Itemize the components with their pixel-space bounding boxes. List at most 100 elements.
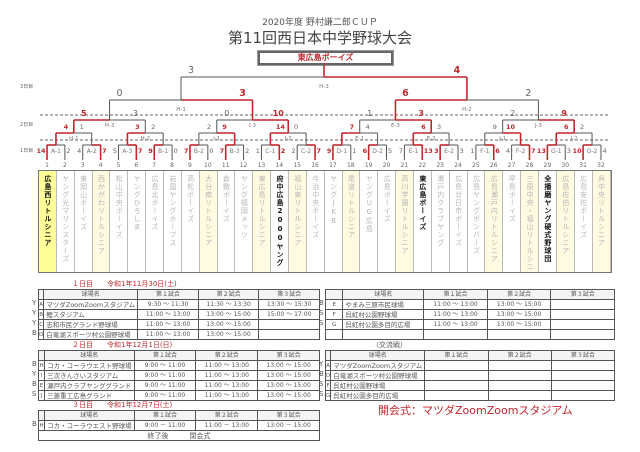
team-name: 高川学園リトルシニア [396,171,415,272]
team-name: 西かがわリトルシニア [92,171,111,272]
day-label: 3日目 [20,84,33,90]
team-name: 東広島ボーイズ [414,171,432,272]
game-time: 9:00 ～ 11:00 [133,360,197,371]
day-label: 2日目 [20,122,33,128]
game-time: 11:00 ～ 13:00 [195,390,259,401]
team-number: 20 [383,162,391,169]
match-label: H-3 [319,84,329,90]
match-label: E-2 [427,136,436,142]
match-score: 3 [188,65,194,76]
league-prefix: S [319,380,324,388]
game-time [550,329,615,340]
team-number: 3 [81,162,85,169]
table-header-row: 球場名第１試合第２試合第３試合 [37,410,320,421]
match-score: 0 [117,88,123,99]
team-name: 広島北ボーイズ [146,171,165,272]
team-name: ヤングUG広島 [360,171,379,272]
match-label: E-2 [444,148,454,155]
column-header: 第１試合 [137,289,199,300]
column-header: 第２試合 [195,350,259,361]
match-score: 9 [561,109,567,118]
column-header: 第３試合 [550,350,616,361]
game-time [258,329,320,340]
match-label: A-1 [51,148,61,155]
match-score: 4 [64,123,69,131]
column-header: 球場名 [330,350,426,361]
team-number: 16 [311,162,319,169]
venue-name [342,329,425,340]
match-score: 3 [437,123,441,131]
match-score: 0 [174,147,178,155]
field-code: C [37,319,45,330]
match-score: 5 [113,147,117,155]
game-time: 9:00 ～ 11:00 [133,390,197,401]
team-number: 26 [490,162,498,169]
match-score: 13 [424,147,433,155]
field-code: D [37,329,45,340]
match-label: G-2 [587,148,598,155]
game-time: 13:30 ～ 15:30 [258,299,320,310]
team-number: 6 [134,162,138,169]
match-score: 3 [133,109,138,118]
game-time: 15:00 ～ 17:00 [258,309,320,320]
venue-name: 呉虹村公園野球場 [330,380,426,391]
team-number: 4 [99,162,103,169]
game-time: 13:00 ～ 15:00 [197,319,260,330]
team-name: 岩国ヤングホープス [164,171,182,272]
venue-name: 志和市民グランド野球場 [43,319,139,330]
game-time: 13:00 ～ 15:00 [257,370,320,381]
match-score: 3 [460,147,464,155]
team-number: 11 [222,162,230,169]
match-score: 9 [148,147,153,155]
column-header: 第３試合 [257,410,320,421]
match-score: 6 [495,147,500,155]
team-number: 19 [365,162,373,169]
game-time: 11:00 ～ 13:00 [195,380,259,391]
match-score: 2 [245,147,249,155]
team-number: 8 [170,162,174,169]
team-name: 松山中央ボーイズ [110,171,129,272]
team-number: 2 [63,162,67,169]
team-name: 呉中央リトルシニア [592,171,611,272]
league-prefix: B [32,360,37,368]
column-header: 第１試合 [133,410,197,421]
match-label: J-3 [534,123,542,129]
game-time [424,370,489,381]
venue-name: 呉虹村公園野球場 [342,309,425,320]
game-time: 11:00 ～ 13:00 [137,309,199,320]
match-label: E-1 [355,136,364,142]
champion-box: 東広島ボーイズ [257,50,394,66]
field-code: A [324,360,332,371]
opening-ceremony-note: 開会式：マツダZoomZoomスタジアム [378,404,573,417]
venue-name: 鯉スタジアム [43,309,139,320]
column-header: 第３試合 [258,289,320,300]
team-name: 大分南リトルシニア [199,171,218,272]
game-time: 13:00 ～ 15:00 [197,329,260,340]
venue-name: コカ・コーラウエスト野球場 [44,420,135,431]
match-label: I-1 [213,136,220,142]
game-time: 13:00 ～ 15:00 [257,390,320,401]
field-code: D [324,370,332,381]
league-prefix: Y [32,309,37,317]
team-name: ヤング福岡メッツ [235,171,254,272]
match-score: 10 [573,147,583,155]
game-time [487,360,552,371]
game-time [423,329,488,340]
league-prefix: Y [32,299,37,307]
match-score: 4 [366,123,370,131]
column-header: 第２試合 [486,289,552,300]
team-name: 全播磨ヤング硬式野球団 [539,171,557,272]
team-number: 32 [597,162,605,169]
match-score: 3 [239,88,246,99]
tournament-subtitle: 2020年度 野村謙二郎ＣＵＰ [262,18,378,28]
match-label: B-1 [158,148,168,155]
